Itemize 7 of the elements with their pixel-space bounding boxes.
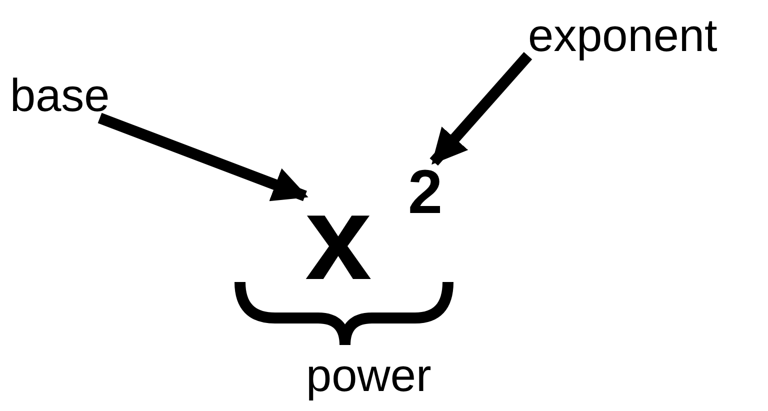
term-label: base [10, 72, 110, 118]
term-label: exponent [528, 12, 718, 58]
caption-label: power [306, 352, 432, 398]
variable-symbol: x [305, 178, 372, 298]
arrow [430, 52, 532, 166]
exponent-digit: 2 [408, 162, 442, 224]
arrow [98, 112, 308, 202]
